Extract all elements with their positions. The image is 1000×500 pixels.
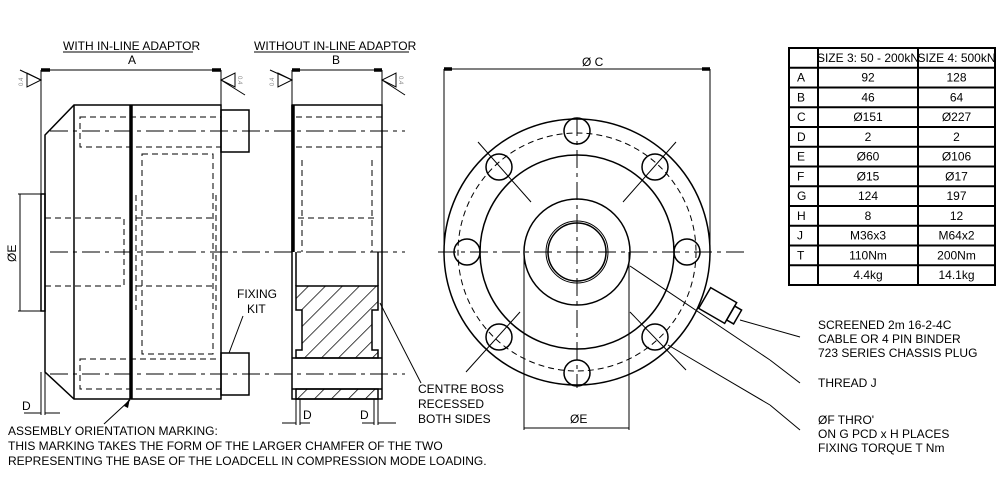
table-cell: Ø17 (945, 169, 968, 183)
surface-finish-label: 0.4 (236, 76, 242, 85)
table-cell: M64x2 (938, 229, 974, 243)
dim-d-label: D (360, 408, 369, 422)
holes-note-1: ØF THRO' (818, 413, 874, 427)
table-header: SIZE 3: 50 - 200kN (817, 51, 919, 65)
front-notes: SCREENED 2m 16-2-4C CABLE OR 4 PIN BINDE… (818, 318, 977, 455)
centre-boss-line-1: CENTRE BOSS (418, 382, 504, 396)
front-view: Ø C ØE (438, 55, 801, 431)
table-cell: M36x3 (850, 229, 886, 243)
cable-note-2: CABLE OR 4 PIN BINDER (818, 332, 961, 346)
table-cell: 46 (861, 90, 875, 104)
table-cell: 12 (950, 209, 964, 223)
table-row-label: J (797, 229, 803, 243)
table-cell: Ø151 (853, 110, 883, 124)
table-cell: Ø106 (942, 150, 972, 164)
table-cell: Ø227 (942, 110, 972, 124)
holes-note-3: FIXING TORQUE T Nm (818, 441, 944, 455)
table-row-label: G (797, 189, 806, 203)
surface-finish-label: 0.4 (19, 77, 25, 86)
surface-finish-label: 0.4 (270, 77, 276, 86)
table-cell: 4.4kg (853, 268, 882, 282)
table-cell: Ø15 (857, 169, 880, 183)
centre-boss-line-3: BOTH SIDES (418, 412, 491, 426)
dim-a-label: A (128, 53, 136, 67)
table-cell: 110Nm (849, 248, 887, 262)
surface-finish-label: 0.4 (397, 76, 403, 85)
without-adaptor-title: WITHOUT IN-LINE ADAPTOR (254, 39, 417, 53)
boss (40, 193, 46, 312)
fixing-kit-line-1: FIXING (237, 287, 277, 301)
centre-boss-line-2: RECESSED (418, 397, 484, 411)
table-row-label: C (797, 110, 806, 124)
table-cell: 8 (865, 209, 872, 223)
dim-d-label: D (22, 399, 31, 413)
table-row-label: E (797, 150, 805, 164)
hatched-section (295, 285, 379, 359)
surface-finish-icon (219, 72, 236, 88)
table-cell: 2 (953, 130, 960, 144)
dim-c-label: Ø C (582, 55, 604, 69)
side-view-with-adaptor: WITH IN-LINE ADAPTOR A 0.4 0.4 D ØE FIXI (5, 39, 277, 425)
table-cell: 128 (946, 71, 966, 85)
assembly-note-line-2: THIS MARKING TAKES THE FORM OF THE LARGE… (8, 439, 443, 453)
cable-note-1: SCREENED 2m 16-2-4C (818, 318, 952, 332)
dim-e-front-label: ØE (570, 412, 587, 426)
table-cell: 124 (858, 189, 878, 203)
holes-note-2: ON G PCD x H PLACES (818, 427, 949, 441)
side-view-without-adaptor: WITHOUT IN-LINE ADAPTOR B 0.4 0.4 D D CE… (254, 39, 504, 426)
table-row-label: H (797, 209, 806, 223)
table-cell: 92 (861, 71, 875, 85)
fixing-kit-line-2: KIT (247, 302, 266, 316)
cable-connector (697, 286, 743, 325)
table-cell: 64 (950, 90, 964, 104)
table-cell: Ø60 (857, 150, 880, 164)
table-row-label: T (797, 248, 805, 262)
surface-finish-icon (26, 72, 43, 88)
surface-finish-icon (380, 72, 397, 88)
centre-lines (50, 130, 405, 375)
dim-b-label: B (332, 53, 340, 67)
table-row-label: D (797, 130, 806, 144)
table-cell: 197 (946, 189, 966, 203)
dim-d-label: D (303, 408, 312, 422)
assembly-note-line-1: ASSEMBLY ORIENTATION MARKING: (8, 424, 218, 438)
thread-note: THREAD J (818, 376, 877, 390)
assembly-note-line-3: REPRESENTING THE BASE OF THE LOADCELL IN… (8, 454, 487, 468)
table-cell: 2 (865, 130, 872, 144)
table-row-label: A (797, 71, 805, 85)
table-cell: 14.1kg (938, 268, 974, 282)
table-row-label: B (797, 90, 805, 104)
table-cell: 200Nm (937, 248, 976, 262)
with-adaptor-title: WITH IN-LINE ADAPTOR (63, 39, 200, 53)
table-row-label: F (797, 169, 804, 183)
table-header: SIZE 4: 500kN (917, 51, 995, 65)
cable-note-3: 723 SERIES CHASSIS PLUG (818, 346, 977, 360)
dim-e-side-label: ØE (5, 245, 19, 262)
